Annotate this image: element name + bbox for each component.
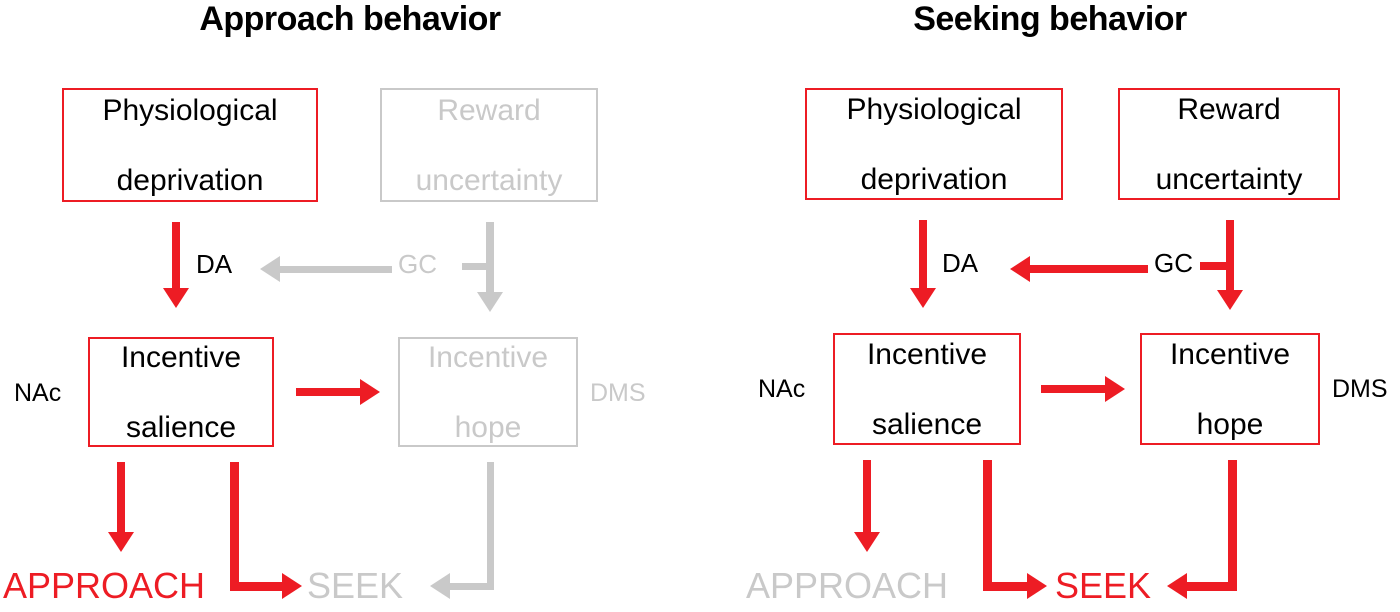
- node-reward-uncertainty[interactable]: Reward uncertainty: [380, 88, 598, 202]
- edge-hope-to-seek-vertical: [487, 462, 494, 590]
- node-label: Reward uncertainty: [1148, 92, 1311, 197]
- node-line-1: Incentive: [866, 337, 988, 371]
- edge-salience-to-seek-vertical: [230, 462, 239, 590]
- node-line-2: salience: [125, 410, 237, 444]
- node-line-1: Incentive: [120, 340, 242, 374]
- node-physiological-deprivation[interactable]: Physiological deprivation: [805, 88, 1063, 200]
- node-line-2: deprivation: [116, 163, 264, 197]
- node-line-1: Incentive: [1169, 337, 1291, 371]
- edge-hope-to-seek-vertical: [1228, 460, 1237, 590]
- edge-salience-to-hope-head: [360, 379, 380, 405]
- outcome-seek[interactable]: SEEK: [1055, 565, 1152, 606]
- node-label: Physiological deprivation: [838, 92, 1029, 197]
- edge-salience-to-hope-line: [1041, 385, 1111, 393]
- edge-hope-to-seek-horizontal: [450, 583, 494, 590]
- edge-hope-to-seek-head: [1167, 573, 1187, 599]
- node-incentive-salience[interactable]: Incentive salience: [833, 333, 1021, 445]
- node-line-2: uncertainty: [1155, 162, 1303, 196]
- edge-salience-to-seek-horizontal: [230, 582, 286, 591]
- panel-title-seeking: Seeking behavior: [913, 0, 1187, 38]
- node-line-2: salience: [871, 407, 983, 441]
- node-label: Physiological deprivation: [94, 93, 285, 198]
- edge-uncertainty-to-hope-line: [1226, 220, 1234, 294]
- edge-gc-to-da-line: [1030, 265, 1148, 273]
- node-line-2: hope: [1196, 407, 1264, 441]
- edge-salience-to-approach-head: [854, 532, 880, 552]
- edge-salience-to-hope-line: [296, 388, 364, 396]
- node-line-1: Physiological: [846, 92, 1022, 126]
- node-line-2: hope: [454, 410, 522, 444]
- node-line-1: Physiological: [102, 93, 278, 127]
- node-label: Incentive salience: [859, 337, 995, 442]
- edge-salience-to-approach-line: [863, 460, 871, 536]
- edge-deprivation-to-salience-head: [163, 288, 189, 308]
- inhibition-crossbar-gc: [1200, 262, 1230, 270]
- node-line-1: Reward: [437, 93, 541, 127]
- label-dms: DMS: [590, 379, 646, 407]
- node-line-2: deprivation: [860, 162, 1008, 196]
- edge-deprivation-to-salience-head: [910, 288, 936, 308]
- panel-approach-behavior: Approach behavior Physiological deprivati…: [3, 0, 646, 606]
- edge-salience-to-approach-line: [117, 462, 125, 536]
- node-label: Incentive hope: [1162, 337, 1298, 442]
- edge-deprivation-to-salience-line: [919, 220, 927, 292]
- outcome-approach[interactable]: APPROACH: [3, 565, 206, 606]
- node-incentive-hope[interactable]: Incentive hope: [1140, 333, 1320, 445]
- edge-gc-to-da-head: [1010, 256, 1030, 282]
- outcome-seek[interactable]: SEEK: [307, 565, 404, 606]
- node-label: Incentive hope: [420, 340, 556, 445]
- label-dms: DMS: [1332, 375, 1388, 403]
- label-gc: GC: [398, 249, 437, 279]
- label-da: DA: [196, 249, 233, 279]
- edge-salience-to-approach-head: [108, 532, 134, 552]
- edge-hope-to-seek-head: [430, 573, 450, 599]
- edge-gc-to-da-line: [280, 266, 392, 273]
- label-gc: GC: [1154, 248, 1193, 278]
- edge-salience-to-seek-vertical: [983, 460, 992, 590]
- inhibition-crossbar-gc: [462, 263, 490, 270]
- node-line-1: Reward: [1177, 92, 1281, 126]
- edge-uncertainty-to-hope-line: [486, 222, 494, 296]
- label-nac: NAc: [758, 375, 806, 403]
- edge-uncertainty-to-hope-head: [477, 292, 503, 312]
- node-incentive-salience[interactable]: Incentive salience: [88, 337, 274, 447]
- edge-deprivation-to-salience-line: [172, 222, 180, 292]
- label-nac: NAc: [14, 379, 62, 407]
- edge-salience-to-hope-head: [1105, 376, 1125, 402]
- node-line-1: Incentive: [427, 340, 549, 374]
- edge-gc-to-da-head: [260, 256, 280, 282]
- edge-hope-to-seek-horizontal: [1187, 582, 1237, 591]
- node-label: Reward uncertainty: [408, 93, 571, 198]
- edge-salience-to-seek-horizontal: [983, 582, 1031, 591]
- edge-salience-to-seek-head: [282, 573, 302, 599]
- edge-uncertainty-to-hope-head: [1217, 290, 1243, 310]
- edge-salience-to-seek-head: [1027, 573, 1047, 599]
- node-incentive-hope[interactable]: Incentive hope: [398, 337, 578, 447]
- node-line-2: uncertainty: [415, 163, 563, 197]
- node-physiological-deprivation[interactable]: Physiological deprivation: [62, 88, 318, 202]
- panel-title-approach: Approach behavior: [199, 0, 501, 38]
- label-da: DA: [942, 248, 979, 278]
- node-label: Incentive salience: [113, 340, 249, 445]
- outcome-approach[interactable]: APPROACH: [746, 565, 949, 606]
- node-reward-uncertainty[interactable]: Reward uncertainty: [1118, 88, 1340, 200]
- panel-seeking-behavior: Seeking behavior Physiological deprivatio…: [700, 0, 1400, 612]
